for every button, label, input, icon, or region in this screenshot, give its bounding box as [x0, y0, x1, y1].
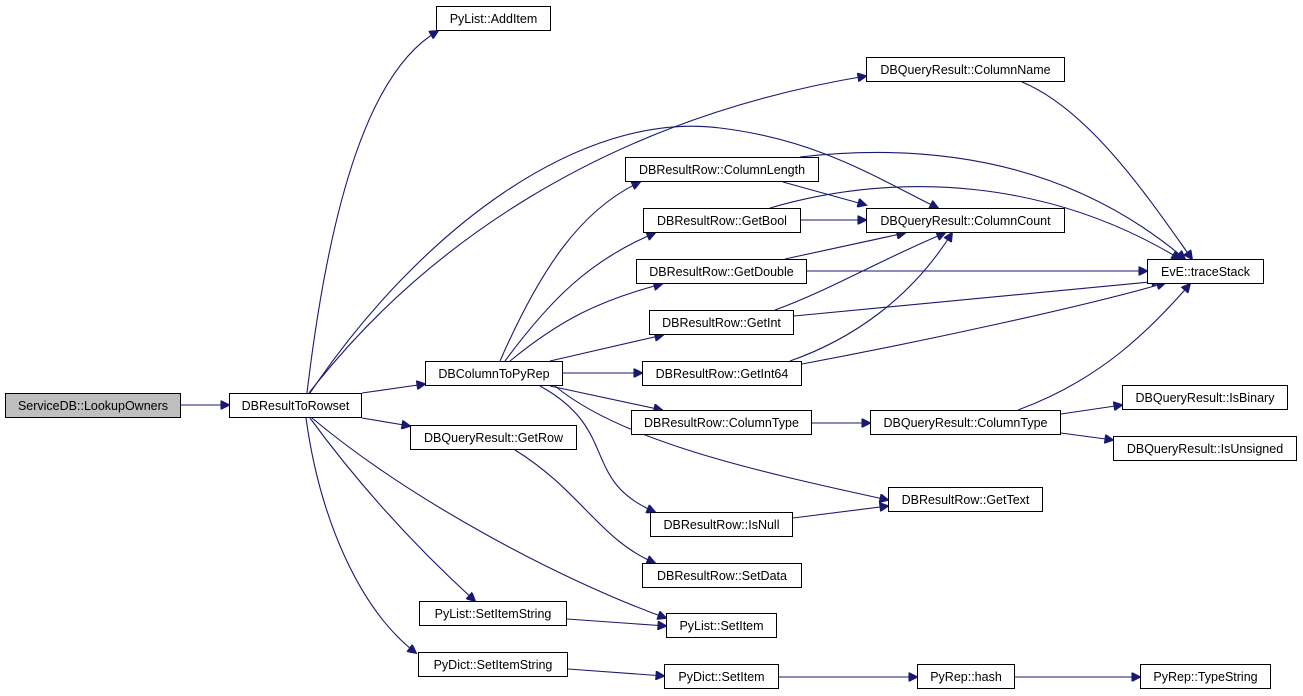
node-query-column-type[interactable]: DBQueryResult::ColumnType	[870, 410, 1061, 435]
node-column-name[interactable]: DBQueryResult::ColumnName	[866, 57, 1065, 82]
edge-column-name-to-trace	[1021, 81, 1192, 259]
edge-rowset-to-list-set-item	[311, 417, 666, 618]
node-trace-stack[interactable]: EvE::traceStack	[1147, 259, 1264, 284]
edge-pyrep-to-get-int	[549, 335, 663, 362]
edge-get-row-to-set-data	[514, 449, 655, 563]
edge-query-column-type-to-is-unsigned	[1060, 432, 1113, 440]
edge-rowset-to-additem	[306, 31, 438, 394]
edge-is-null-to-get-text	[792, 506, 888, 519]
node-row-get-int[interactable]: DBResultRow::GetInt	[649, 310, 794, 335]
edge-rowset-to-column-name	[308, 76, 866, 394]
edge-pyrep-to-get-double	[509, 284, 662, 362]
node-db-result-to-rowset[interactable]: DBResultToRowset	[229, 393, 362, 418]
edge-rowset-to-column-to-pyrep	[361, 384, 425, 394]
edge-get-int64-to-trace	[801, 283, 1165, 365]
node-pylist-set-item-string[interactable]: PyList::SetItemString	[419, 601, 567, 626]
node-row-get-int64[interactable]: DBResultRow::GetInt64	[642, 361, 802, 386]
node-pyrep-type-string[interactable]: PyRep::TypeString	[1140, 664, 1271, 689]
node-is-unsigned[interactable]: DBQueryResult::IsUnsigned	[1113, 436, 1297, 461]
node-row-column-type[interactable]: DBResultRow::ColumnType	[631, 410, 812, 435]
edge-rowset-to-column-count	[309, 125, 938, 394]
node-is-binary[interactable]: DBQueryResult::IsBinary	[1122, 385, 1288, 410]
edge-get-double-to-column-count	[784, 233, 905, 260]
node-column-count[interactable]: DBQueryResult::ColumnCount	[866, 208, 1065, 233]
edge-pyrep-to-get-text	[554, 385, 888, 500]
edge-rowset-to-dict-set-item-string	[305, 417, 416, 653]
node-row-column-length[interactable]: DBResultRow::ColumnLength	[625, 157, 819, 182]
node-row-get-bool[interactable]: DBResultRow::GetBool	[643, 208, 801, 233]
edge-query-column-type-to-trace	[1017, 284, 1190, 411]
edge-pyrep-to-get-bool	[504, 233, 655, 362]
edge-column-length-to-column-count	[782, 181, 866, 205]
node-row-get-text[interactable]: DBResultRow::GetText	[888, 487, 1043, 512]
edge-query-column-type-to-is-binary	[1060, 405, 1122, 415]
edge-column-length-to-trace	[799, 151, 1185, 259]
node-pylist-additem[interactable]: PyList::AddItem	[436, 6, 551, 31]
node-lookup-owners: ServiceDB::LookupOwners	[5, 393, 181, 418]
edge-pyrep-to-is-null	[539, 385, 655, 512]
edge-get-int-to-trace	[793, 281, 1160, 317]
edge-get-bool-to-trace	[769, 186, 1180, 259]
edge-rowset-to-set-item-string	[309, 417, 475, 601]
node-row-get-double[interactable]: DBResultRow::GetDouble	[636, 259, 807, 284]
edge-rowset-to-get-row	[361, 417, 410, 426]
edge-get-int64-to-column-count	[789, 233, 952, 362]
node-row-is-null[interactable]: DBResultRow::IsNull	[650, 512, 793, 537]
node-pylist-set-item[interactable]: PyList::SetItem	[666, 613, 777, 638]
edge-pyrep-to-row-column-type	[549, 385, 662, 410]
edge-pyrep-to-column-length	[499, 182, 640, 362]
edge-set-item-string-to-set-item	[566, 618, 666, 626]
node-pydict-set-item-string[interactable]: PyDict::SetItemString	[418, 652, 568, 677]
node-pyrep-hash[interactable]: PyRep::hash	[917, 664, 1015, 689]
node-query-get-row[interactable]: DBQueryResult::GetRow	[410, 425, 577, 450]
node-pydict-set-item[interactable]: PyDict::SetItem	[664, 664, 779, 689]
node-db-column-to-pyrep[interactable]: DBColumnToPyRep	[425, 361, 563, 386]
edge-get-int-to-column-count	[774, 233, 945, 311]
edge-dict-set-item-string-to-set-item	[567, 668, 664, 676]
node-row-set-data[interactable]: DBResultRow::SetData	[642, 563, 802, 588]
